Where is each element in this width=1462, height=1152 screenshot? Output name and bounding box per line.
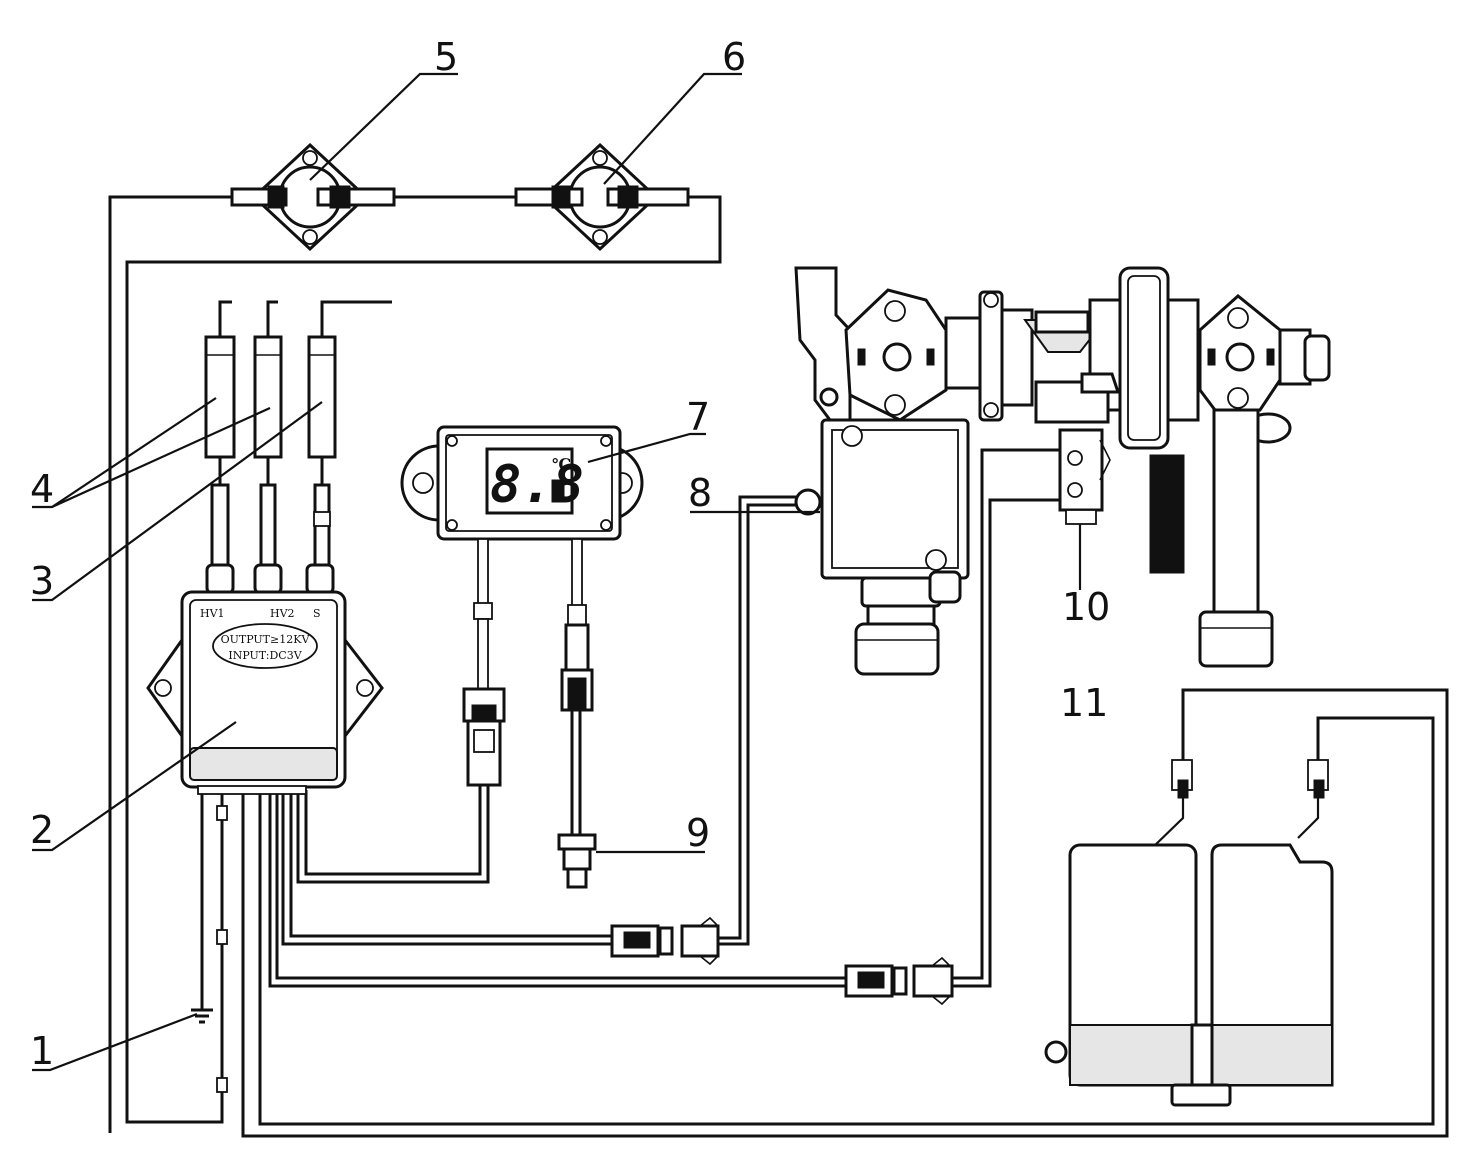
- thermostat-6: [514, 142, 690, 252]
- display-unit: ℃: [552, 455, 571, 474]
- temperature-display: 8.8 ℃: [400, 425, 644, 787]
- callout-1: 1: [30, 1029, 54, 1073]
- callout-8: 8: [688, 471, 712, 515]
- wire-harness: [108, 195, 1449, 1138]
- electrodes: [204, 300, 392, 567]
- battery-box: [1044, 759, 1334, 1107]
- solenoid-connector: [610, 916, 720, 966]
- temperature-probe: [557, 833, 597, 889]
- terminal-label-hv1: HV1: [200, 607, 225, 620]
- output-spec-label: OUTPUT≥12KV: [221, 633, 311, 646]
- ignition-controller: HV1 HV2 S OUTPUT≥12KV INPUT:DC3V: [146, 563, 384, 795]
- ground-symbol: [191, 805, 228, 1093]
- terminal-label-s: S: [313, 607, 321, 620]
- callout-3: 3: [30, 559, 54, 603]
- terminal-label-hv2: HV2: [270, 607, 295, 620]
- callout-9: 9: [686, 811, 710, 855]
- callout-numbers: 1 2 3 4 5 6 7 8 9 10 11: [30, 35, 1110, 1073]
- gas-valve-assembly: [794, 266, 1331, 676]
- callout-6: 6: [722, 35, 746, 79]
- callout-2: 2: [30, 808, 54, 852]
- switch-connector: [844, 956, 954, 1006]
- input-spec-label: INPUT:DC3V: [228, 649, 302, 662]
- callout-5: 5: [434, 35, 458, 79]
- callout-10: 10: [1062, 585, 1110, 629]
- thermostat-5: [230, 142, 396, 252]
- callout-7: 7: [686, 395, 710, 439]
- callout-11: 11: [1060, 681, 1108, 725]
- leader-lines: [32, 72, 820, 1072]
- display-reading: 8.8: [490, 455, 584, 515]
- callout-4: 4: [30, 467, 54, 511]
